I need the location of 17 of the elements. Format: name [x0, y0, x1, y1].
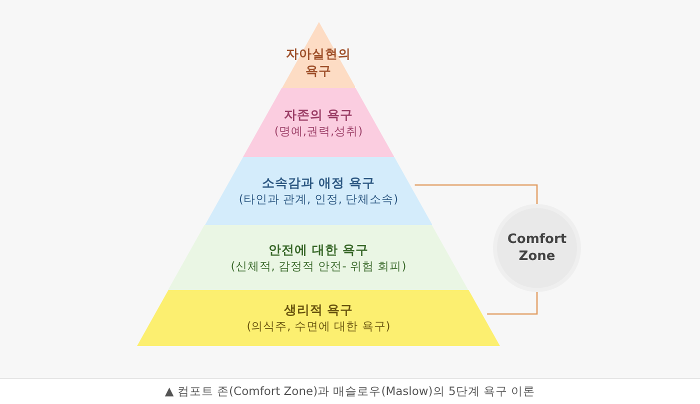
- zone-circle: Comfort Zone: [497, 208, 577, 288]
- connector-line: [487, 291, 538, 315]
- pyramid-band: [137, 290, 500, 346]
- need-examples: (타인과 관계, 인정, 단체소속): [238, 191, 398, 208]
- need-title: 자존의 욕구: [284, 106, 354, 122]
- pyramid-band: [168, 225, 469, 290]
- connector-line: [414, 184, 538, 205]
- need-title: 안전에 대한 욕구: [268, 240, 368, 258]
- pyramid-band: [242, 88, 394, 157]
- caption: ▲ 컴포트 존(Comfort Zone)과 매슬로우(Maslow)의 5단계 욕구 이론: [164, 384, 536, 398]
- need-title: 소속감과 애정 욕구: [262, 174, 375, 191]
- need-examples: (명예,권력,성취): [274, 122, 363, 140]
- pyramid-band: [204, 157, 432, 225]
- need-title: 생리적 욕구: [284, 301, 354, 318]
- need-examples: (의식주, 수면에 대한 욕구): [246, 318, 390, 335]
- need-title: 자아실현의 욕구: [284, 45, 352, 79]
- need-examples: (신체적, 감정적 안전- 위험 회피): [230, 258, 406, 274]
